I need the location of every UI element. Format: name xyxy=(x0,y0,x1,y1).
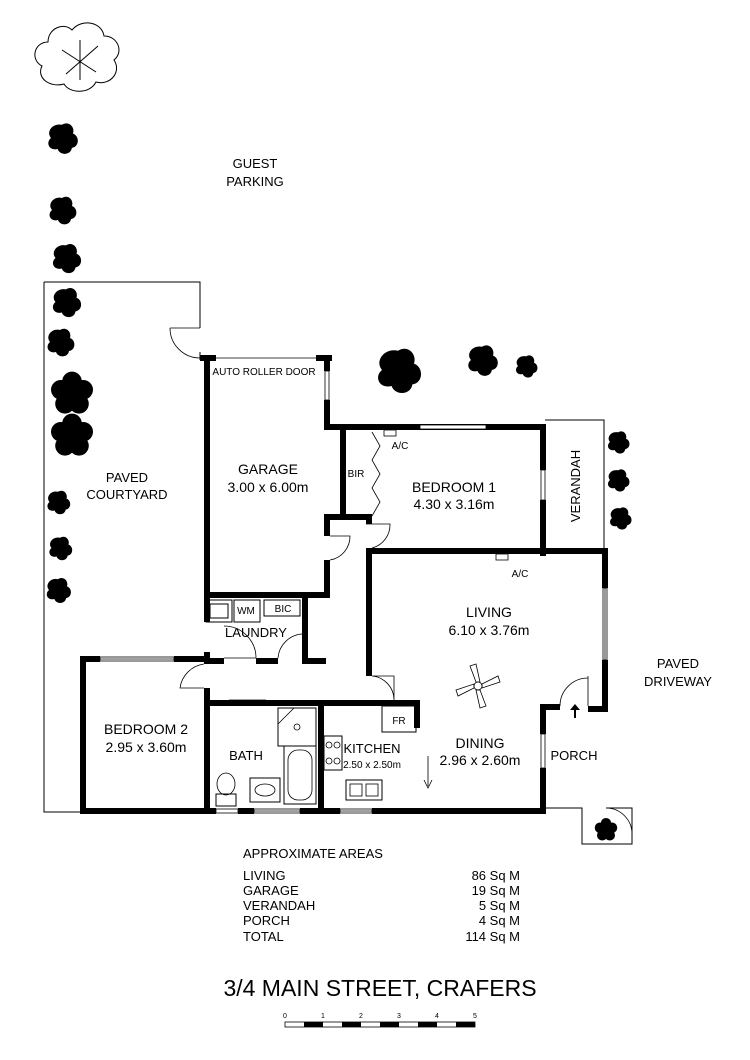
porch-label: PORCH xyxy=(551,748,598,763)
address-title: 3/4 MAIN STREET, CRAFERS xyxy=(223,975,536,1001)
paved-courtyard-label: PAVED xyxy=(106,470,148,485)
bir-label: BIR xyxy=(348,469,365,480)
shrub-icon xyxy=(47,490,71,515)
shrub-icon xyxy=(378,348,422,394)
site-labels: GUEST PARKING PAVED COURTYARD PAVED DRIV… xyxy=(86,156,712,689)
entry-arrow-icon xyxy=(570,704,580,718)
area-row-value: 5 Sq M xyxy=(479,898,520,913)
room-size: 2.95 x 3.60m xyxy=(106,739,187,755)
shrub-icon xyxy=(47,328,75,357)
shrub-icon xyxy=(608,469,630,492)
verandah-label: VERANDAH xyxy=(568,450,583,522)
roller-door-label: AUTO ROLLER DOOR xyxy=(212,367,315,378)
porch-outline xyxy=(545,807,633,845)
area-row-label: GARAGE xyxy=(243,883,299,898)
room-size: 3.00 x 6.00m xyxy=(228,479,309,495)
area-row-label: LIVING xyxy=(243,868,286,883)
shrub-icon xyxy=(468,345,498,376)
flower-icon xyxy=(51,371,93,414)
room-size: 4.30 x 3.16m xyxy=(414,496,495,512)
scale-tick: 1 xyxy=(321,1013,325,1020)
fridge-label: FR xyxy=(392,716,405,727)
scale-tick: 4 xyxy=(435,1013,439,1020)
room-labels: GARAGE 3.00 x 6.00m BEDROOM 1 4.30 x 3.1… xyxy=(104,461,529,771)
room-name: BEDROOM 1 xyxy=(412,479,496,495)
paved-driveway-label: PAVED xyxy=(657,656,699,671)
room-name: LIVING xyxy=(466,604,512,620)
scale-tick: 5 xyxy=(473,1013,477,1020)
shrub-icon xyxy=(48,123,78,154)
room-size: 2.96 x 2.60m xyxy=(440,752,521,768)
paved-driveway-label: DRIVEWAY xyxy=(644,674,712,689)
area-row-label: TOTAL xyxy=(243,929,284,944)
room-name: KITCHEN xyxy=(343,741,400,756)
shrub-icon xyxy=(52,244,82,274)
scale-tick: 3 xyxy=(397,1013,401,1020)
paved-courtyard-label: COURTYARD xyxy=(86,487,167,502)
shrub-icon xyxy=(516,355,538,378)
room-name: GARAGE xyxy=(238,461,298,477)
bath-label: BATH xyxy=(229,748,263,763)
room-size: 2.50 x 2.50m xyxy=(343,760,401,771)
paved-courtyard-outline xyxy=(43,281,201,813)
shrub-icon xyxy=(49,536,73,561)
fixture-labels: AUTO ROLLER DOOR BIR A/C A/C VERANDAH WM… xyxy=(212,367,597,763)
area-row-value: 114 Sq M xyxy=(465,929,520,944)
shrub-icon xyxy=(610,507,632,530)
fixtures xyxy=(205,357,580,807)
area-row-value: 4 Sq M xyxy=(479,913,520,928)
ceiling-fan-icon xyxy=(455,663,501,709)
areas-heading: APPROXIMATE AREAS xyxy=(243,846,383,861)
approximate-areas-table: APPROXIMATE AREAS LIVING 86 Sq M GARAGE … xyxy=(243,846,520,944)
shrub-icon xyxy=(52,288,82,318)
doors xyxy=(179,523,589,707)
guest-parking-label: GUEST xyxy=(233,156,278,171)
scale-tick: 2 xyxy=(359,1013,363,1020)
area-row-value: 19 Sq M xyxy=(472,883,520,898)
scale-bar: 0 1 2 3 4 5 xyxy=(283,1013,477,1028)
laundry-label: LAUNDRY xyxy=(225,625,287,640)
landscape-plants xyxy=(34,22,632,841)
large-tree-icon xyxy=(34,22,120,92)
room-name: BEDROOM 2 xyxy=(104,721,188,737)
bic-label: BIC xyxy=(275,604,292,615)
shrub-icon xyxy=(46,578,71,603)
scale-tick: 0 xyxy=(283,1013,287,1020)
flower-icon xyxy=(51,413,93,456)
flower-icon xyxy=(594,818,618,841)
ac-label: A/C xyxy=(512,569,529,580)
shrub-icon xyxy=(608,431,630,454)
room-name: DINING xyxy=(456,735,505,751)
area-row-label: VERANDAH xyxy=(243,898,315,913)
windows xyxy=(99,370,608,814)
wm-label: WM xyxy=(237,606,255,617)
area-row-label: PORCH xyxy=(243,913,290,928)
shrub-icon xyxy=(49,196,77,225)
verandah-outline xyxy=(545,419,605,548)
ac-label: A/C xyxy=(392,441,409,452)
room-size: 6.10 x 3.76m xyxy=(449,622,530,638)
area-row-value: 86 Sq M xyxy=(472,868,520,883)
guest-parking-label: PARKING xyxy=(226,174,284,189)
